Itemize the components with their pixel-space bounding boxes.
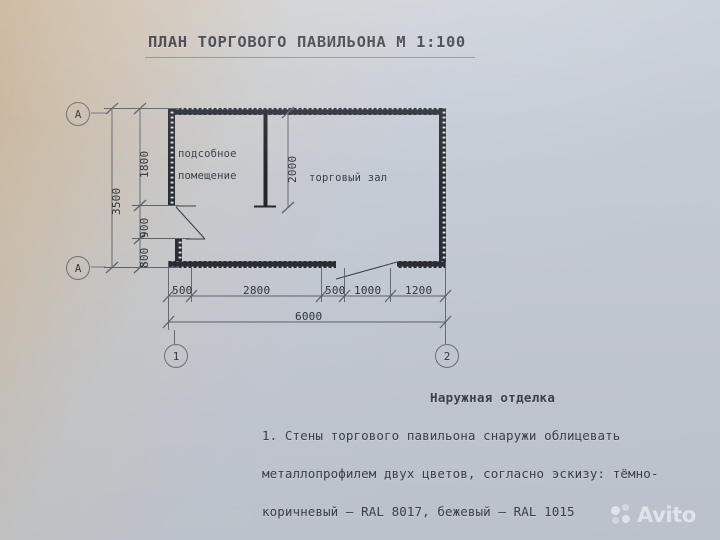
interior-partition-dimension — [281, 106, 295, 214]
room-label-utility: подсобное помещение — [178, 143, 237, 187]
title-underline — [145, 57, 475, 58]
dim-bottom-1200: 1200 — [405, 284, 433, 297]
room-label-utility-line1: подсобное — [178, 148, 237, 160]
dim-left-overall: 3500 — [110, 187, 123, 215]
bottom-dimension-chain — [162, 262, 452, 344]
dim-bottom-500-a: 500 — [172, 284, 193, 297]
room-label-utility-line2: помещение — [178, 170, 237, 182]
dim-partition-2000: 2000 — [286, 155, 299, 183]
dim-bottom-overall: 6000 — [295, 310, 323, 323]
avito-logo-icon — [611, 504, 633, 526]
dim-bottom-2800: 2800 — [243, 284, 271, 297]
axis-bubble-1: 1 — [164, 344, 188, 368]
room-label-sales-hall: торговый зал — [309, 172, 388, 184]
avito-wordmark: Avito — [637, 503, 696, 527]
notes-line-3: коричневый – RAL 8017, бежевый – RAL 101… — [262, 504, 575, 519]
plan-walls — [168, 108, 446, 280]
notes-line-2: металлопрофилем двух цветов, согласно эс… — [262, 466, 659, 481]
left-dimension-chain — [104, 102, 190, 274]
avito-watermark: Avito — [611, 502, 696, 528]
axis-bubble-2: 2 — [435, 344, 459, 368]
axis-leader-lines — [91, 112, 106, 268]
dim-bottom-1000: 1000 — [354, 284, 382, 297]
notes-line-1: 1. Стены торгового павильона снаружи обл… — [262, 428, 621, 443]
dim-left-900: 900 — [138, 217, 151, 238]
page-title: ПЛАН ТОРГОВОГО ПАВИЛЬОНА М 1:100 — [148, 33, 466, 51]
axis-bubble-a-bottom: A — [66, 256, 90, 280]
dim-bottom-500-b: 500 — [325, 284, 346, 297]
dim-left-800: 800 — [138, 247, 151, 268]
notes-heading: Наружная отделка — [430, 390, 556, 405]
dim-left-1800: 1800 — [138, 150, 151, 178]
axis-bubble-a-top: A — [66, 102, 90, 126]
